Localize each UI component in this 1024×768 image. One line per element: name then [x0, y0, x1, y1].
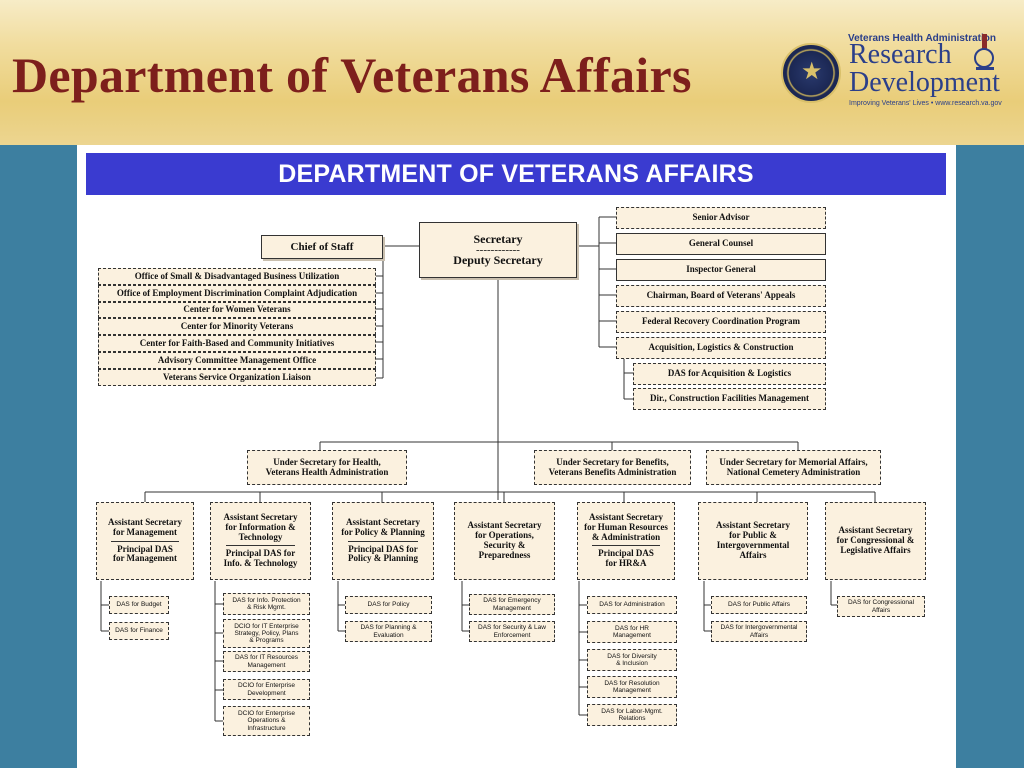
das-box: DAS for Finance — [109, 622, 169, 640]
das-box: DAS for Congressional Affairs — [837, 596, 925, 617]
right-office-box: Chairman, Board of Veterans' Appeals — [616, 285, 826, 307]
deputy-secretary-label: Deputy Secretary — [453, 253, 543, 267]
right-office-box: Acquisition, Logistics & Construction — [616, 337, 826, 359]
right-office-box: Senior Advisor — [616, 207, 826, 229]
das-box: DAS for HR Management — [587, 621, 677, 643]
chart-banner-title: DEPARTMENT OF VETERANS AFFAIRS — [278, 160, 754, 188]
logo-tagline: Improving Veterans' Lives • www.research… — [849, 100, 1002, 107]
das-box: DAS for Administration — [587, 596, 677, 614]
right-office-box: Federal Recovery Coordination Program — [616, 311, 826, 333]
left-office-box: Office of Employment Discrimination Comp… — [98, 285, 376, 302]
das-box: DAS for Emergency Management — [469, 594, 555, 615]
chief-of-staff-box: Chief of Staff — [261, 235, 383, 259]
logo-org-name: Veterans Health Administration — [848, 33, 996, 44]
assistant-secretary-public-box: Assistant Secretary for Public & Intergo… — [698, 502, 808, 580]
microscope-icon — [974, 34, 994, 70]
das-box: DAS for Planning & Evaluation — [345, 621, 432, 642]
left-office-box: Center for Women Veterans — [98, 302, 376, 318]
left-office-box: Veterans Service Organization Liaison — [98, 369, 376, 386]
assistant-secretary-title: Assistant Secretary for Public & Intergo… — [715, 520, 791, 560]
das-box: DAS for Security & Law Enforcement — [469, 621, 555, 642]
assistant-secretary-title: Assistant Secretary for Information & Te… — [223, 511, 298, 542]
assistant-secretary-policy-box: Assistant Secretary for Policy & Plannin… — [332, 502, 434, 580]
right-sub-office-box: Dir., Construction Facilities Management — [633, 388, 826, 410]
assistant-secretary-title: Assistant Secretary for Management — [107, 516, 183, 537]
das-box: DCIO for Enterprise Operations & Infrast… — [223, 706, 310, 736]
assistant-secretary-title: Assistant Secretary for Congressional & … — [836, 525, 915, 555]
left-office-box: Office of Small & Disadvantaged Business… — [98, 268, 376, 285]
logo-research: Research — [849, 39, 952, 70]
secretary-box: Secretary ------------ Deputy Secretary — [419, 222, 577, 278]
page-title: Department of Veterans Affairs — [12, 47, 692, 103]
secretary-divider: ------------ — [476, 244, 520, 256]
divider — [592, 545, 660, 547]
assistant-secretary-title: Assistant Secretary for Operations, Secu… — [467, 520, 542, 560]
org-chart-slide: DEPARTMENT OF VETERANS AFFAIRS — [77, 145, 956, 768]
divider — [348, 540, 418, 542]
logo-development: Development — [849, 67, 1000, 98]
right-sub-office-box: DAS for Acquisition & Logistics — [633, 363, 826, 385]
secretary-label: Secretary — [473, 231, 523, 246]
left-office-box: Advisory Committee Management Office — [98, 352, 376, 369]
divider — [111, 540, 179, 542]
das-box: DCIO for Enterprise Development — [223, 679, 310, 700]
assistant-secretary-title: Assistant Secretary for Policy & Plannin… — [341, 516, 425, 537]
das-box: DAS for IT Resources Management — [223, 651, 310, 672]
assistant-secretary-it-box: Assistant Secretary for Information & Te… — [210, 502, 311, 580]
assistant-secretary-congressional-box: Assistant Secretary for Congressional & … — [825, 502, 926, 580]
assistant-secretary-title: Assistant Secretary for Human Resources … — [584, 511, 668, 542]
das-box: DAS for Info. Protection & Risk Mgmt. — [223, 593, 310, 615]
under-secretary-benefits-box: Under Secretary for Benefits, Veterans B… — [534, 450, 691, 485]
principal-das-title: Principal DAS for Info. & Technology — [223, 548, 298, 569]
principal-das-title: Principal DAS for HR&A — [598, 548, 654, 569]
das-box: DAS for Resolution Management — [587, 676, 677, 698]
header-band: Department of Veterans Affairs ★ Veteran… — [0, 0, 1024, 145]
right-office-box: Inspector General — [616, 259, 826, 281]
das-box: DAS for Intergovernmental Affairs — [711, 621, 807, 642]
assistant-secretary-management-box: Assistant Secretary for Management Princ… — [96, 502, 194, 580]
das-box: DAS for Diversity & Inclusion — [587, 649, 677, 671]
das-box: DAS for Public Affairs — [711, 596, 807, 614]
assistant-secretary-hr-box: Assistant Secretary for Human Resources … — [577, 502, 675, 580]
principal-das-title: Principal DAS for Management — [112, 543, 178, 564]
connector-lines — [100, 216, 876, 722]
principal-das-title: Principal DAS for Policy & Planning — [347, 543, 418, 564]
chart-banner: DEPARTMENT OF VETERANS AFFAIRS — [86, 153, 946, 195]
das-box: DAS for Budget — [109, 596, 169, 614]
right-office-box: General Counsel — [616, 233, 826, 255]
left-office-box: Center for Minority Veterans — [98, 318, 376, 335]
under-secretary-memorial-box: Under Secretary for Memorial Affairs, Na… — [706, 450, 881, 485]
left-office-box: Center for Faith-Based and Community Ini… — [98, 335, 376, 352]
assistant-secretary-operations-box: Assistant Secretary for Operations, Secu… — [454, 502, 555, 580]
das-box: DAS for Policy — [345, 596, 432, 614]
das-box: DCIO for IT Enterprise Strategy, Policy,… — [223, 619, 310, 648]
das-box: DAS for Labor-Mgmt. Relations — [587, 704, 677, 726]
va-seal-icon: ★ — [781, 43, 841, 103]
divider — [225, 545, 296, 547]
eagle-icon: ★ — [801, 57, 823, 85]
under-secretary-health-box: Under Secretary for Health, Veterans Hea… — [247, 450, 407, 485]
